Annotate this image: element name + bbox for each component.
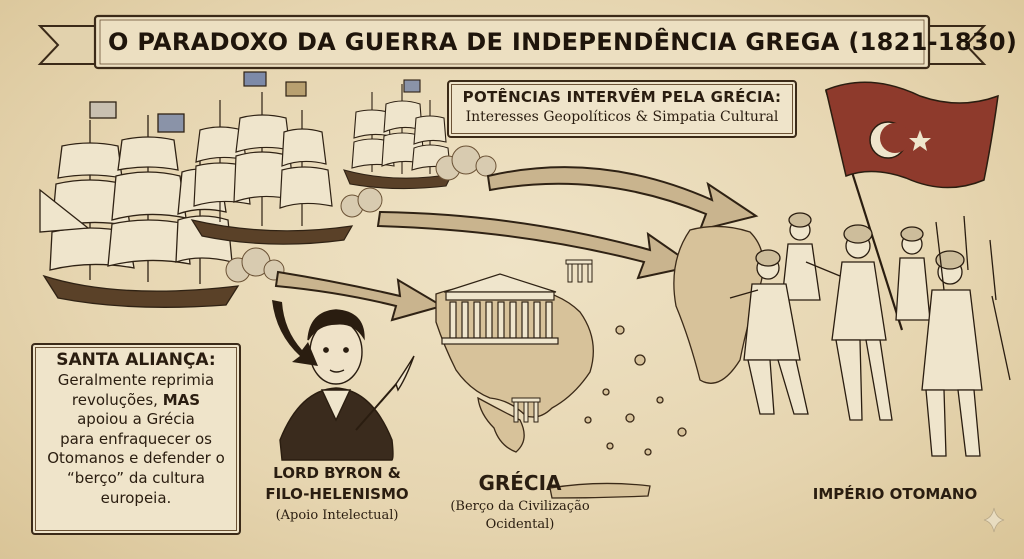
byron-line-1: LORD BYRON & xyxy=(273,464,401,482)
santa-line-1: Geralmente reprimia xyxy=(57,371,215,389)
lord-byron-portrait xyxy=(279,309,415,461)
ottoman-flag-icon xyxy=(824,81,999,331)
santa-line-5: Otomanos e defender o xyxy=(47,449,225,468)
byron-label: LORD BYRON & FILO-HELENISMO xyxy=(262,463,412,505)
santa-line-2-text: revoluções, xyxy=(71,390,158,409)
ship-left-large xyxy=(39,101,240,308)
ruins xyxy=(511,259,593,423)
santa-alianca-heading: SANTA ALIANÇA: xyxy=(56,350,216,370)
powers-heading: POTÊNCIAS INTERVÊM PELA GRÉCIA: xyxy=(462,88,782,106)
powers-intervene-box: POTÊNCIAS INTERVÊM PELA GRÉCIA: Interess… xyxy=(447,80,797,138)
page-title: O PARADOXO DA GUERRA DE INDEPENDÊNCIA GR… xyxy=(108,28,1018,56)
sparkle-icon xyxy=(983,507,1005,533)
santa-line-7: europeia. xyxy=(100,488,172,507)
byron-line-2: FILO-HELENISMO xyxy=(265,485,409,503)
grecia-subtitle: (Berço da Civilização Ocidental) xyxy=(440,498,600,534)
santa-line-6: “berço” da cultura xyxy=(67,468,205,487)
greece-map xyxy=(435,225,764,499)
santa-line-2: revoluções, MAS xyxy=(33,391,239,411)
ship-right xyxy=(343,79,453,190)
grecia-subtitle-2: Ocidental) xyxy=(485,517,555,532)
title-banner xyxy=(37,14,987,70)
santa-emphasis: MAS xyxy=(162,390,201,409)
ship-middle xyxy=(190,71,354,245)
grecia-subtitle-1: (Berço da Civilização xyxy=(450,499,590,514)
ottoman-soldiers xyxy=(729,212,1011,457)
santa-line-3: apoiou a Grécia xyxy=(77,410,195,429)
intervention-arrows xyxy=(274,166,759,322)
grecia-title: GRÉCIA xyxy=(478,471,562,495)
santa-line-4: para enfraquecer os xyxy=(60,429,212,448)
byron-subtitle: (Apoio Intelectual) xyxy=(275,508,399,523)
santa-alianca-box: SANTA ALIANÇA: Geralmente reprimia revol… xyxy=(31,343,241,535)
imperio-title: IMPÉRIO OTOMANO xyxy=(812,485,978,503)
byron-arrow xyxy=(272,300,318,366)
parthenon-icon xyxy=(441,273,559,345)
cannon-smoke xyxy=(225,145,497,283)
santa-alianca-body: Geralmente reprimia revoluções, MAS apoi… xyxy=(33,371,239,508)
powers-subtitle: Interesses Geopolíticos & Simpatia Cultu… xyxy=(465,109,779,125)
